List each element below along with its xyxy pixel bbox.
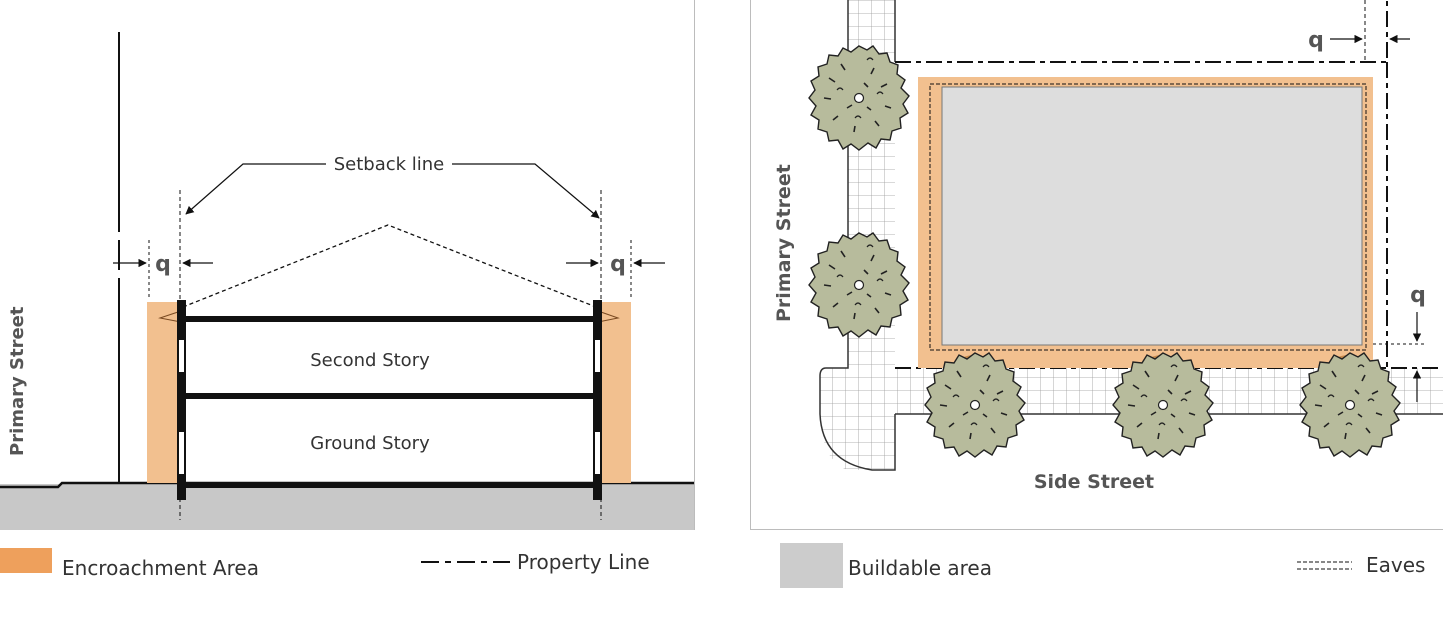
q-label-plan-right: q bbox=[1410, 283, 1426, 308]
legend-encroachment-label: Encroachment Area bbox=[62, 556, 259, 580]
window-left-lower bbox=[179, 432, 184, 474]
roof-outline bbox=[182, 224, 597, 308]
panel-border-right bbox=[750, 0, 1443, 530]
wall-right bbox=[593, 300, 602, 500]
ground-fill bbox=[0, 484, 694, 530]
second-story-label: Second Story bbox=[310, 350, 430, 371]
floor-second bbox=[182, 393, 598, 399]
legend-buildable-swatch bbox=[780, 543, 843, 588]
encroachment-area-left bbox=[147, 302, 179, 483]
legend-left: Encroachment Area Property Line bbox=[0, 548, 650, 580]
window-right-upper bbox=[595, 340, 600, 372]
q-label-section-right: q bbox=[610, 252, 626, 277]
legend-eaves-label: Eaves bbox=[1366, 553, 1425, 577]
legend-property-line-label: Property Line bbox=[517, 550, 650, 574]
floor-ground bbox=[182, 482, 598, 488]
primary-street-label-plan: Primary Street bbox=[773, 164, 795, 322]
wall-left bbox=[177, 300, 186, 500]
setback-leader-right bbox=[452, 163, 600, 219]
legend-encroachment-swatch bbox=[0, 548, 52, 573]
curb-outline bbox=[819, 0, 896, 471]
setback-line-label: Setback line bbox=[334, 154, 445, 175]
primary-street-label-section: Primary Street bbox=[7, 306, 28, 456]
property-line-plan-top bbox=[895, 0, 1388, 63]
section-view: Second Story Ground Story Setback line q… bbox=[0, 0, 695, 530]
encroachment-area-right bbox=[600, 302, 631, 483]
side-street-label: Side Street bbox=[1034, 471, 1154, 493]
plan-view: q q Primary Street Side Street bbox=[750, 0, 1443, 530]
window-left-upper bbox=[179, 340, 184, 372]
legend-right: Buildable area Eaves bbox=[780, 543, 1425, 588]
q-label-section-left: q bbox=[155, 252, 171, 277]
ground-story-label: Ground Story bbox=[310, 433, 430, 454]
window-right-lower bbox=[595, 432, 600, 474]
legend-buildable-label: Buildable area bbox=[848, 556, 992, 580]
q-label-plan-top: q bbox=[1308, 28, 1324, 53]
buildable-area bbox=[941, 86, 1363, 346]
setback-leader-left bbox=[185, 163, 326, 215]
eaves-outline bbox=[929, 83, 1367, 351]
floor-roof bbox=[182, 316, 598, 322]
